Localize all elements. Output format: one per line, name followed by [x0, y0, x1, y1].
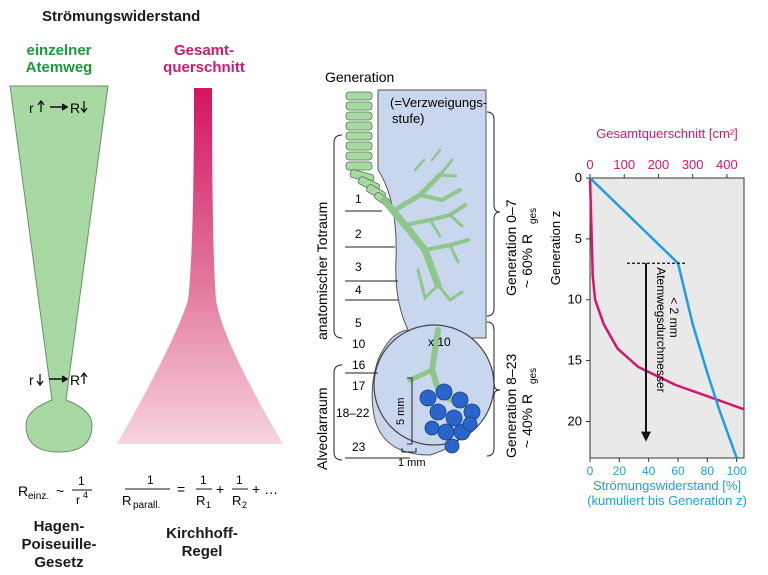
generation-ticks — [345, 210, 410, 459]
y-tick-label: 5 — [575, 231, 582, 246]
branching-note-1: (=Verzweigungs- — [390, 95, 487, 110]
scale-5mm-label: 5 mm — [395, 398, 407, 426]
kirchhoff-numerator: 1 — [147, 473, 154, 487]
kirchhoff-plus1: + — [216, 481, 224, 497]
bottom-r-down-icon — [36, 374, 44, 387]
gen-num-5: 5 — [355, 316, 362, 330]
bottom-arrow-icon — [49, 375, 69, 383]
kirchhoff-one-b: 1 — [236, 473, 243, 487]
magnification-label: x 10 — [428, 335, 451, 349]
trachea-rings — [345, 91, 392, 207]
kirchhoff-plus2: + … — [252, 481, 278, 497]
top-r-label: r — [29, 100, 34, 116]
branching-note-2: stufe) — [392, 111, 425, 126]
kirchhoff-one-a: 1 — [200, 473, 207, 487]
top-tick-label: 100 — [613, 157, 635, 172]
gen-num-23: 23 — [352, 440, 366, 454]
y-tick-label: 0 — [575, 170, 582, 185]
kirchhoff-R2: R — [232, 493, 241, 508]
formula-denominator: r — [76, 493, 80, 507]
y-axis-title: Generation z — [548, 211, 563, 285]
bottom-tick-label: 80 — [701, 464, 715, 478]
bottom-axis-title-2: (kumuliert bis Generation z) — [587, 493, 747, 508]
y-tick-label: 20 — [568, 413, 582, 428]
gen-bottom-label: Generation 8–23 — [503, 353, 519, 458]
top-tick-label: 200 — [648, 157, 670, 172]
bottom-tick-label: 100 — [727, 464, 747, 478]
hagen-poiseuille-law: Hagen- Poiseuille- Gesetz — [21, 518, 97, 571]
formula-exponent: 4 — [83, 490, 88, 500]
kirchhoff-R1-sub: 1 — [206, 500, 211, 510]
y-tick-label: 10 — [568, 292, 582, 307]
generation-label: Generation — [325, 69, 394, 85]
bottom-axis-title-1: Strömungswiderstand [%] — [593, 478, 741, 493]
gen-top-label: Generation 0–7 — [503, 199, 519, 296]
bottom-tick-label: 40 — [642, 464, 656, 478]
gen-bottom-bracket — [486, 321, 501, 457]
bottom-R-label: R — [70, 372, 80, 388]
kirchhoff-R1: R — [196, 493, 205, 508]
bronchial-tree — [380, 148, 470, 408]
cross-section-line — [588, 177, 745, 411]
annotation-label-2: < 2 mm — [667, 297, 681, 337]
gen-num-3: 3 — [355, 260, 362, 274]
top-arrow-icon — [50, 103, 69, 111]
resistance-line — [589, 177, 738, 459]
gen-top-label-group: Generation 0–7 ~ 60% R ges — [503, 199, 539, 296]
bottom-R-up-icon — [80, 371, 88, 384]
bottom-tick-label: 0 — [587, 464, 594, 478]
top-r-up-icon — [37, 99, 45, 112]
gen-num-1: 1 — [355, 192, 362, 206]
single-airway-heading: einzelner Atemweg — [25, 42, 93, 76]
page-title: Strömungswiderstand — [42, 8, 201, 25]
kirchhoff-law: Kirchhoff- Regel — [166, 525, 238, 560]
kirchhoff-R: R — [122, 493, 131, 508]
annotation-label-1: Atemwegsdurchmesser — [654, 267, 668, 392]
gen-num-4: 4 — [355, 283, 362, 297]
gen-top-sub: ges — [528, 208, 539, 224]
top-tick-label: 300 — [682, 157, 704, 172]
gen-top-bracket — [486, 111, 501, 317]
gen-num-17: 17 — [352, 379, 366, 393]
bottom-tick-label: 20 — [613, 464, 627, 478]
alveolar-bracket — [333, 364, 343, 461]
formula-R: R — [18, 483, 28, 499]
scale-1mm-bar — [401, 448, 417, 453]
bottom-r-label: r — [29, 372, 34, 388]
gen-top-pct: ~ 60% R — [519, 234, 535, 288]
totraum-label: anatomischer Totraum — [314, 202, 330, 340]
gen-num-2: 2 — [355, 227, 362, 241]
alveolar-label: Alveolarraum — [314, 388, 330, 470]
total-cross-section-shape — [117, 88, 283, 444]
gen-bottom-sub: ges — [528, 368, 539, 384]
formula-tilde: ~ — [56, 483, 64, 499]
kirchhoff-R2-sub: 2 — [242, 500, 247, 510]
top-tick-label: 0 — [586, 157, 593, 172]
formula-sub: einz. — [28, 491, 49, 502]
y-tick-label: 15 — [568, 353, 582, 368]
top-tick-label: 400 — [716, 157, 738, 172]
formula-numerator: 1 — [78, 474, 85, 488]
top-R-down-icon — [80, 101, 88, 114]
single-airway-shape — [9, 85, 109, 453]
scale-1mm-label: 1 mm — [398, 457, 426, 469]
gen-bottom-label-group: Generation 8–23 ~ 40% R ges — [503, 353, 539, 458]
top-axis-title: Gesamtquerschnitt [cm²] — [596, 126, 738, 141]
total-cross-section-heading: Gesamt- querschnitt — [163, 42, 245, 76]
gen-num-18-22: 18–22 — [336, 406, 370, 420]
bottom-tick-label: 60 — [671, 464, 685, 478]
alveoli-cluster — [419, 383, 481, 454]
threshold-arrow-head — [641, 431, 651, 442]
kirchhoff-sub: parall. — [133, 500, 160, 511]
gen-num-10: 10 — [352, 337, 366, 351]
plot-area — [589, 177, 745, 459]
gen-num-16: 16 — [352, 358, 366, 372]
scale-5mm-bar — [407, 377, 413, 445]
kirchhoff-equals: = — [177, 481, 185, 497]
gen-bottom-pct: ~ 40% R — [519, 394, 535, 448]
totraum-bracket — [333, 134, 343, 339]
top-R-label: R — [70, 100, 80, 116]
